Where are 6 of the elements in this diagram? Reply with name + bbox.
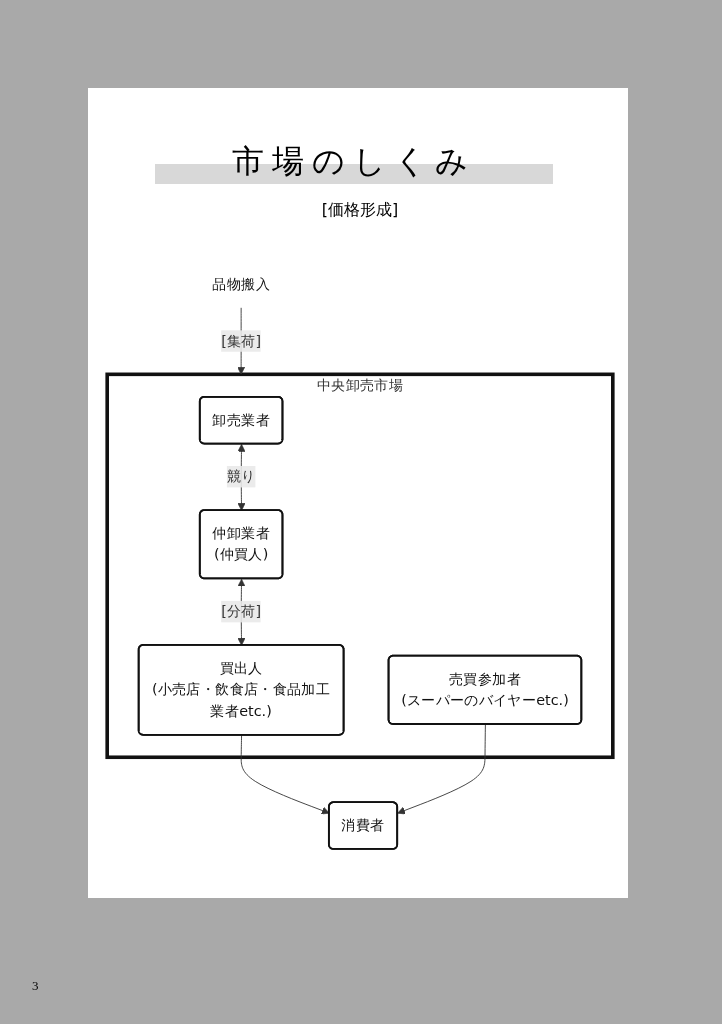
edge-label: 競り <box>226 467 256 485</box>
edge-label: [集荷] <box>221 332 262 350</box>
page-number: 3 <box>32 978 39 993</box>
note-text: [価格形成] <box>321 200 399 219</box>
edge-label: [分荷] <box>221 602 262 620</box>
node-text: 品物搬入 <box>212 275 270 293</box>
